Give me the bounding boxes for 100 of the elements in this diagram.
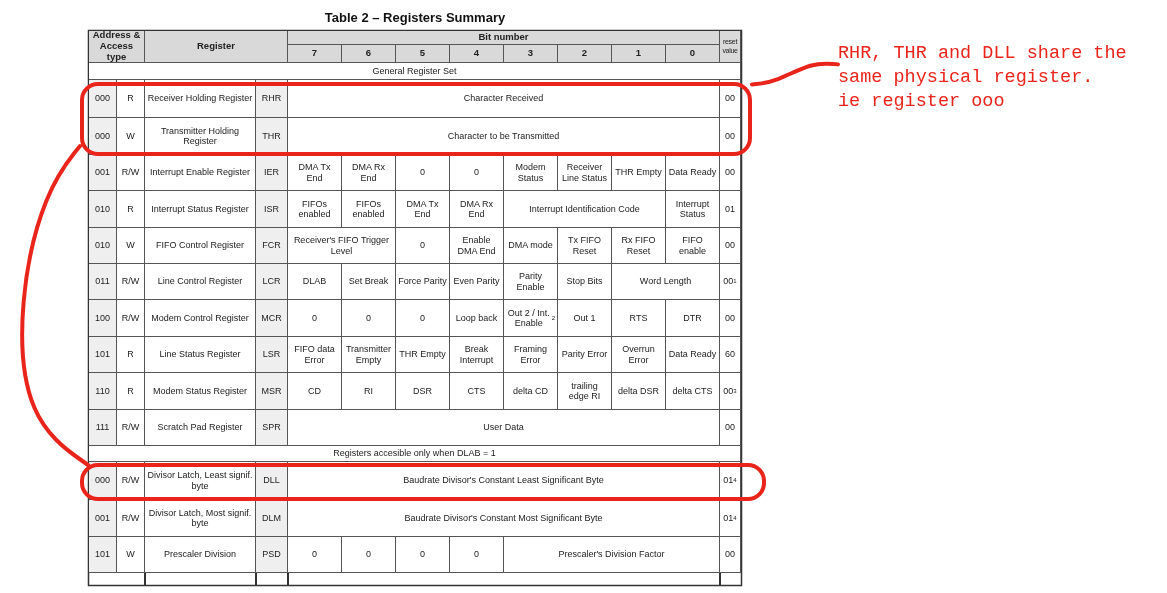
annotation-text: RHR, THR and DLL share the same physical register. (838, 42, 1128, 90)
table-cell: MSR (256, 373, 288, 410)
table-cell: Baudrate Divisor's Constant Most Significant Byte (288, 500, 720, 537)
table-cell: 100 (89, 300, 117, 337)
table-cell: 0 (342, 537, 396, 573)
table-cell: FIFO Control Register (145, 228, 256, 264)
section-heading: Registers accesible only when DLAB = 1 (89, 446, 741, 462)
table-cell: Loop back (450, 300, 504, 337)
table-cell: FIFOs enabled (342, 191, 396, 228)
table-cell: Even Parity (450, 264, 504, 300)
table-cell: Data Ready (666, 155, 720, 191)
table-cell: 60 (720, 337, 741, 373)
table-cell: 0 (450, 537, 504, 573)
table-cell: Modem Control Register (145, 300, 256, 337)
table-cell: 0 (288, 537, 342, 573)
table-cell: 0 (396, 228, 450, 264)
table-cell: User Data (288, 410, 720, 446)
table-cell: Line Status Register (145, 337, 256, 373)
table-cell: DMA mode (504, 228, 558, 264)
table-cell: 0 (342, 300, 396, 337)
column-header: 0 (666, 45, 720, 63)
table-cell: FIFOs enabled (288, 191, 342, 228)
table-cell: IER (256, 155, 288, 191)
table-cell: Transmitter Empty (342, 337, 396, 373)
table-cell: trailing edge RI (558, 373, 612, 410)
table-cell: DMA Tx End (396, 191, 450, 228)
table-cell: 011 (89, 264, 117, 300)
table-cell: R (117, 337, 145, 373)
table-cell: R (117, 373, 145, 410)
table-cell: Out 2 / Int. Enable$^{2}$ (504, 300, 558, 337)
table-cell: Data Ready (666, 337, 720, 373)
table-cell: ISR (256, 191, 288, 228)
table-cell: SPR (256, 410, 288, 446)
table-cell: 101 (89, 337, 117, 373)
table-cell: RI (342, 373, 396, 410)
table-cell: FCR (256, 228, 288, 264)
table-cell: 010 (89, 191, 117, 228)
table-cell: 00 (720, 300, 741, 337)
column-header: 5 (396, 45, 450, 63)
table-cell: Interrupt Identification Code (504, 191, 666, 228)
table-cell: 111 (89, 410, 117, 446)
table-cell: MCR (256, 300, 288, 337)
table-cell: R/W (117, 300, 145, 337)
table-cell: RTS (612, 300, 666, 337)
table-cell: Interrupt Status Register (145, 191, 256, 228)
table-cell: 101 (89, 537, 117, 573)
table-cell: FIFO data Error (288, 337, 342, 373)
table-cell: Interrupt Enable Register (145, 155, 256, 191)
table-cell: Break Interrupt (450, 337, 504, 373)
table-cell: 0 (450, 155, 504, 191)
table-cell: DTR (666, 300, 720, 337)
table-cell: LCR (256, 264, 288, 300)
table-cell: Receiver Line Status (558, 155, 612, 191)
column-header: Address & Access type (89, 31, 145, 63)
table-cell: Line Control Register (145, 264, 256, 300)
table-cell: Prescaler's Division Factor (504, 537, 720, 573)
column-header: Register (145, 31, 288, 63)
table-cell: CTS (450, 373, 504, 410)
table-cell: PSD (256, 537, 288, 573)
table-cell: DLM (256, 500, 288, 537)
table-cell: 0 (396, 537, 450, 573)
table-cell: DMA Rx End (450, 191, 504, 228)
table-cell: 0 (396, 155, 450, 191)
table-cell: DMA Rx End (342, 155, 396, 191)
table-cell: delta CD (504, 373, 558, 410)
table-cell: Modem Status Register (145, 373, 256, 410)
table-cell: delta CTS (666, 373, 720, 410)
column-header: 4 (450, 45, 504, 63)
table-cell: 001 (89, 500, 117, 537)
table-cell: Scratch Pad Register (145, 410, 256, 446)
table-cell: 01 (720, 191, 741, 228)
table-cell: CD (288, 373, 342, 410)
table-cell: R/W (117, 155, 145, 191)
table-cell: 010 (89, 228, 117, 264)
annotation-line (20, 144, 90, 467)
table-cell: Parity Enable (504, 264, 558, 300)
table-cell: 0 (396, 300, 450, 337)
table-cell: Set Break (342, 264, 396, 300)
section-heading: General Register Set (89, 63, 741, 80)
table-cell: DMA Tx End (288, 155, 342, 191)
table-cell: 00 (720, 410, 741, 446)
table-cell: Prescaler Division (145, 537, 256, 573)
highlight-loop (80, 82, 752, 156)
column-header: Bit number (288, 31, 720, 45)
table-cell: 00 (720, 155, 741, 191)
table-cell: Divisor Latch, Most signif. byte (145, 500, 256, 537)
table-cell: Tx FIFO Reset (558, 228, 612, 264)
table-cell: W (117, 228, 145, 264)
column-header: 1 (612, 45, 666, 63)
column-header: 2 (558, 45, 612, 63)
table-cell: Stop Bits (558, 264, 612, 300)
table-cell: Parity Error (558, 337, 612, 373)
table-cell: FIFO enable (666, 228, 720, 264)
table-cell: Overrun Error (612, 337, 666, 373)
table-title: Table 2 – Registers Summary (323, 10, 507, 25)
table-cell: THR Empty (396, 337, 450, 373)
table-cell: 00 (720, 228, 741, 264)
table-cell: Modem Status (504, 155, 558, 191)
table-cell: 00 (720, 537, 741, 573)
table-cell: LSR (256, 337, 288, 373)
